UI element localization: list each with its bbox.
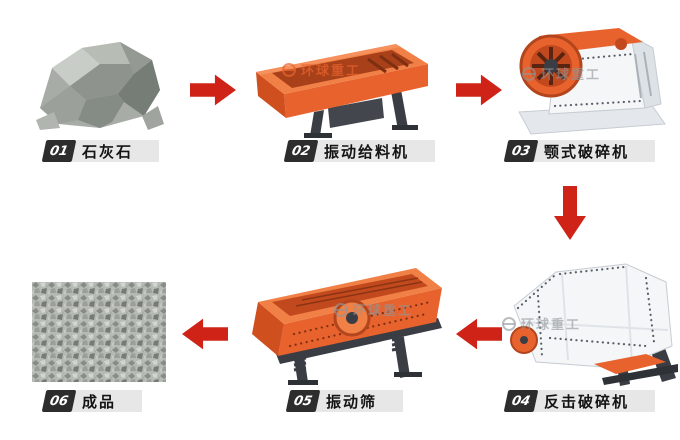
- step-label-3: 03 颚式破碎机: [503, 140, 656, 162]
- crushed-stone-illustration: [32, 282, 166, 382]
- arrow-left-icon: [182, 318, 228, 350]
- step-label-6: 06 成品: [41, 390, 143, 412]
- jaw-crusher-icon: [518, 28, 666, 135]
- arrow-right-icon: [456, 74, 502, 106]
- brand-watermark: 环球重工: [282, 60, 361, 79]
- brand-watermark: 环球重工: [522, 64, 601, 83]
- flow-arrow-1-to-2: [190, 72, 236, 108]
- step-number-badge: 01: [41, 140, 77, 162]
- flow-arrow-3-to-4: [552, 186, 588, 240]
- step-number-badge: 06: [41, 390, 77, 412]
- globe-icon: [334, 302, 348, 317]
- brand-watermark: 环球重工: [502, 314, 581, 333]
- step-number-badge: 04: [503, 390, 539, 412]
- vibrating-feeder-icon: [256, 44, 428, 138]
- step-name: 颚式破碎机: [532, 140, 656, 162]
- vibrating-screen-icon: [252, 268, 442, 385]
- globe-icon: [282, 62, 296, 77]
- step-name: 振动给料机: [312, 140, 436, 162]
- impact-crusher-illustration: [498, 252, 680, 390]
- step-name: 石灰石: [70, 140, 160, 162]
- brand-watermark-text: 环球重工: [301, 64, 362, 79]
- globe-icon: [502, 316, 516, 331]
- impact-crusher-icon: [510, 263, 678, 386]
- arrow-right-icon: [190, 74, 236, 106]
- vibrating-feeder-illustration: [250, 34, 434, 140]
- flow-arrow-4-to-5: [456, 316, 502, 352]
- globe-icon: [522, 66, 536, 81]
- jaw-crusher-illustration: [503, 6, 671, 140]
- limestone-photo: [30, 28, 168, 138]
- vibrating-screen-illustration: [242, 256, 454, 390]
- step-label-1: 01 石灰石: [41, 140, 160, 162]
- step-name: 成品: [70, 390, 143, 412]
- brand-watermark: 环球重工: [334, 300, 413, 319]
- flow-arrow-5-to-6: [182, 316, 228, 352]
- step-name: 反击破碎机: [532, 390, 656, 412]
- step-number-badge: 05: [285, 390, 321, 412]
- limestone-rocks-illustration: [30, 28, 168, 138]
- step-label-5: 05 振动筛: [285, 390, 404, 412]
- flow-arrow-2-to-3: [456, 72, 502, 108]
- arrow-left-icon: [456, 318, 502, 350]
- brand-watermark-text: 环球重工: [541, 68, 602, 83]
- brand-watermark-text: 环球重工: [353, 304, 414, 319]
- finished-product-photo: [32, 282, 166, 382]
- step-number-badge: 03: [503, 140, 539, 162]
- brand-watermark-text: 环球重工: [521, 318, 582, 333]
- step-name: 振动筛: [314, 390, 404, 412]
- step-label-2: 02 振动给料机: [283, 140, 436, 162]
- step-number-badge: 02: [283, 140, 319, 162]
- arrow-down-icon: [554, 186, 586, 240]
- step-label-4: 04 反击破碎机: [503, 390, 656, 412]
